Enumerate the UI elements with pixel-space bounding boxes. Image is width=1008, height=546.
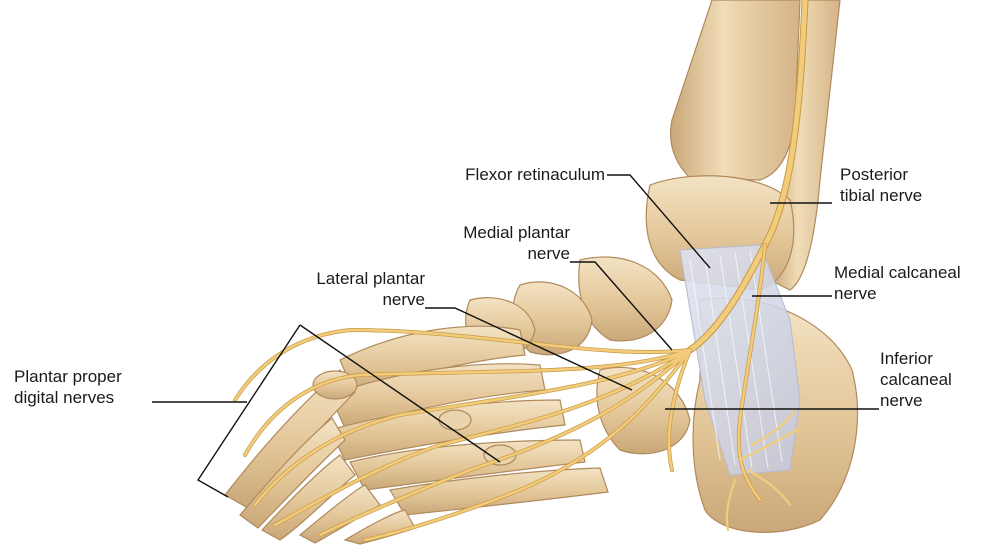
label-medial-plantar-nerve: Medial plantar nerve: [420, 222, 570, 264]
label-inferior-calcaneal-nerve: Inferior calcaneal nerve: [880, 348, 952, 411]
label-posterior-tibial-nerve: Posterior tibial nerve: [840, 164, 922, 206]
label-flexor-retinaculum: Flexor retinaculum: [405, 164, 605, 185]
label-plantar-proper-digital-nerves: Plantar proper digital nerves: [14, 366, 122, 408]
tibia-bone: [671, 0, 800, 180]
label-lateral-plantar-nerve: Lateral plantar nerve: [270, 268, 425, 310]
navicular-bone: [579, 257, 672, 341]
label-medial-calcaneal-nerve: Medial calcaneal nerve: [834, 262, 961, 304]
